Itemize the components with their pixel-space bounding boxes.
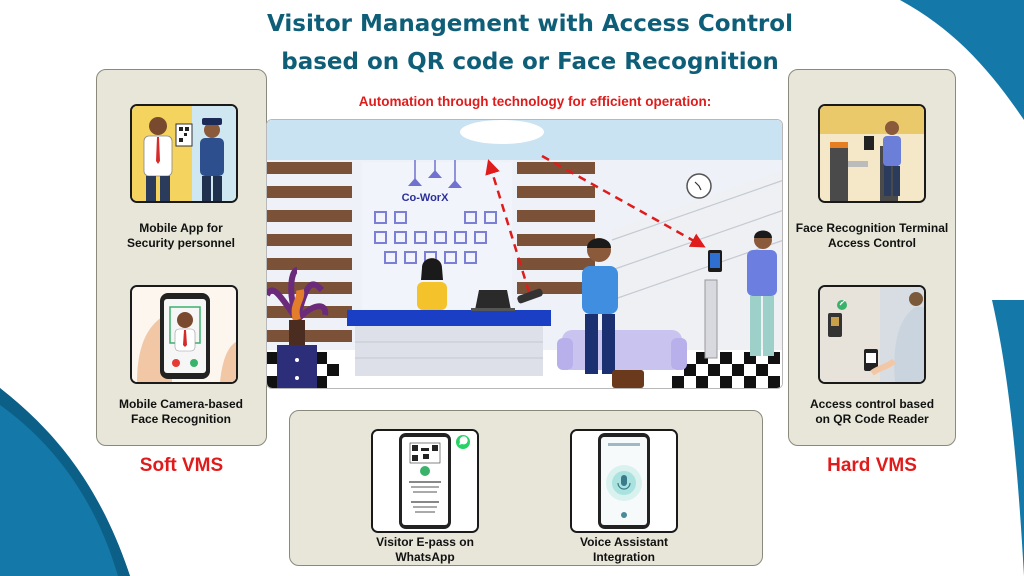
caption-epass: Visitor E-pass on WhatsApp: [345, 535, 505, 565]
caption-face-terminal: Face Recognition Terminal Access Control: [790, 221, 954, 251]
caption-mobile-app-line2: Security personnel: [126, 236, 236, 250]
face-recognition-phone-illustration: [130, 285, 238, 384]
caption-qr-reader-line2: on QR Code Reader: [815, 412, 929, 426]
security-app-illustration: [130, 104, 238, 203]
caption-epass-line2: WhatsApp: [395, 550, 455, 564]
hard-vms-label: Hard VMS: [827, 455, 917, 476]
caption-voice-assistant: Voice Assistant Integration: [548, 535, 700, 565]
caption-voice-line2: Integration: [593, 550, 655, 564]
caption-mobile-app: Mobile App for Security personnel: [104, 221, 258, 251]
caption-mobile-camera-line1: Mobile Camera-based: [118, 397, 244, 411]
whatsapp-epass-illustration: [371, 429, 479, 533]
face-terminal-illustration: [818, 104, 926, 203]
qr-reader-illustration: [818, 285, 926, 384]
page-title-line-1: Visitor Management with Access Control: [267, 11, 793, 37]
caption-face-terminal-line2: Access Control: [827, 236, 917, 250]
caption-mobile-app-line1: Mobile App for: [139, 221, 223, 235]
caption-epass-line1: Visitor E-pass on: [376, 535, 474, 549]
caption-face-terminal-line1: Face Recognition Terminal: [795, 221, 949, 235]
soft-vms-label: Soft VMS: [139, 455, 224, 476]
caption-qr-reader: Access control based on QR Code Reader: [790, 397, 954, 427]
voice-assistant-illustration: [570, 429, 678, 533]
bottom-features-panel: [289, 410, 763, 566]
company-logo-text: Co-WorX: [401, 192, 449, 204]
page-subtitle: Automation through technology for effici…: [358, 94, 712, 109]
page-title-line-2: based on QR code or Face Recognition: [281, 49, 779, 75]
reception-scene: Co-WorX: [266, 119, 783, 389]
caption-mobile-camera: Mobile Camera-based Face Recognition: [104, 397, 258, 427]
caption-qr-reader-line1: Access control based: [809, 397, 935, 411]
caption-voice-line1: Voice Assistant: [579, 535, 669, 549]
caption-mobile-camera-line2: Face Recognition: [130, 412, 231, 426]
